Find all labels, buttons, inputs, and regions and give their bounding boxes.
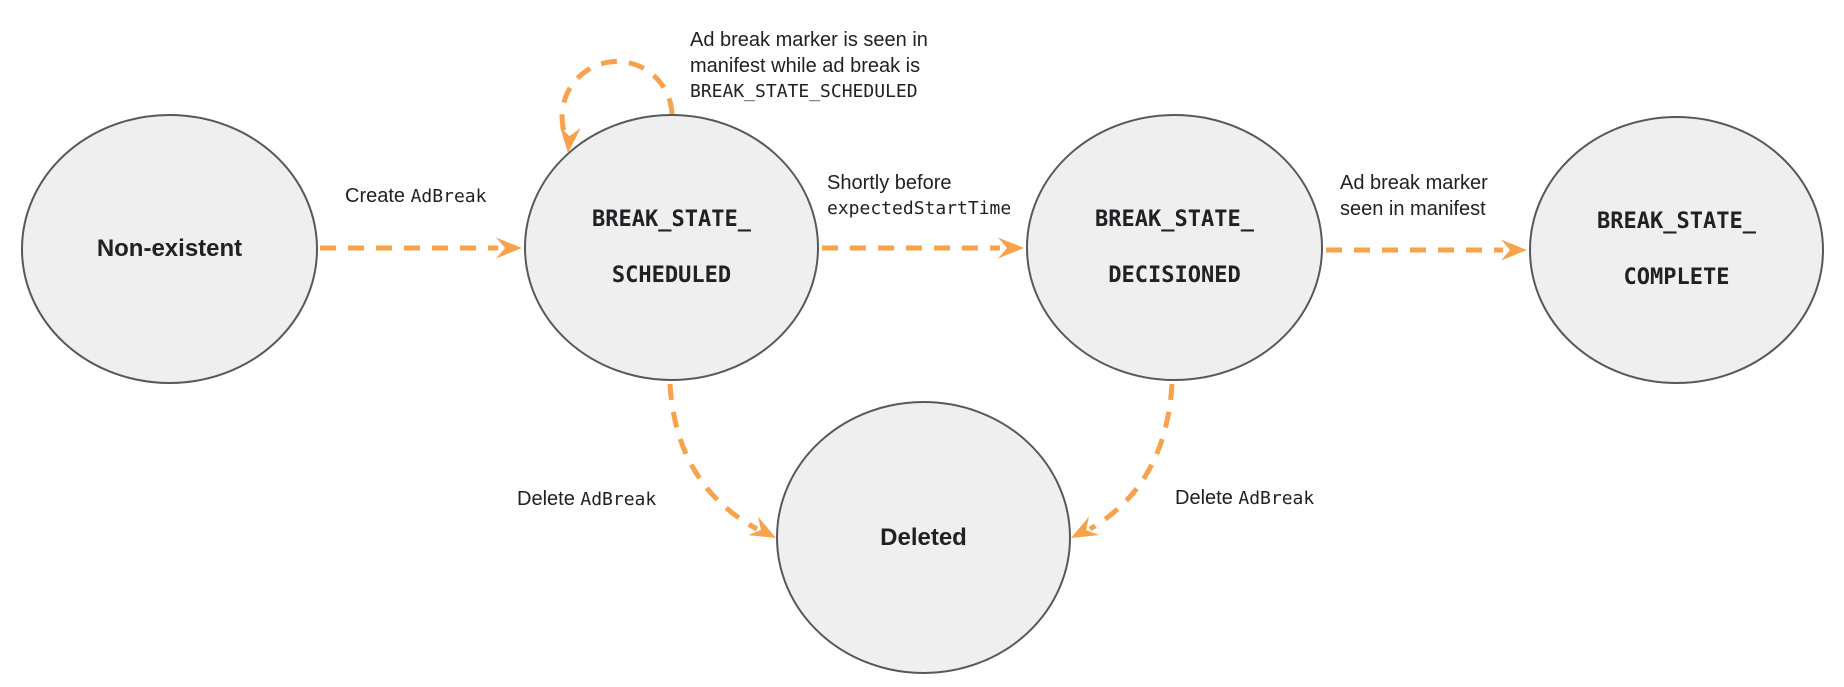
- edge-label-create-text: Create: [345, 185, 411, 207]
- state-label-scheduled: BREAK_STATE_ SCHEDULED: [525, 115, 818, 380]
- state-label-complete: BREAK_STATE_ COMPLETE: [1530, 117, 1823, 383]
- edge-label-delete-right-code: AdBreak: [1238, 488, 1315, 509]
- arrowhead-create-icon: [496, 237, 522, 259]
- edge-label-marker-seen-line2: seen in manifest: [1340, 198, 1486, 220]
- edge-label-shortly-before-code: expectedStartTime: [827, 198, 1012, 219]
- edge-label-self-loop-code: BREAK_STATE_SCHEDULED: [690, 81, 918, 102]
- state-label-decisioned: BREAK_STATE_ DECISIONED: [1027, 115, 1322, 380]
- edge-label-self-loop-line2: manifest while ad break is: [690, 55, 921, 77]
- state-circle-deleted: [776, 401, 1071, 674]
- arrowhead-delete-right-icon: [1071, 516, 1099, 538]
- state-circle-scheduled: [524, 114, 819, 381]
- state-label-scheduled-line2: SCHEDULED: [611, 262, 732, 288]
- edge-label-create-code: AdBreak: [410, 186, 487, 207]
- edge-label-marker-seen: Ad break marker seen in manifest: [1340, 170, 1488, 222]
- edge-label-self-loop: Ad break marker is seen in manifest whil…: [690, 27, 928, 105]
- state-label-deleted: Deleted: [880, 523, 967, 551]
- state-circle-decisioned: [1026, 114, 1323, 381]
- edge-label-shortly-before-line1: Shortly before: [827, 172, 952, 194]
- arrowhead-complete-icon: [1501, 239, 1527, 261]
- state-circle-non-existent: [21, 114, 318, 384]
- state-circle-complete: [1529, 116, 1824, 384]
- state-label-decisioned-line1: BREAK_STATE_: [1095, 206, 1254, 232]
- state-label-decisioned-line2: DECISIONED: [1108, 262, 1241, 288]
- arrowhead-decision-icon: [998, 237, 1024, 259]
- state-label-complete-line1: BREAK_STATE_: [1597, 209, 1756, 234]
- state-label-scheduled-line1: BREAK_STATE_: [592, 206, 751, 232]
- arrowhead-self-loop-icon: [559, 126, 581, 153]
- arrowhead-delete-left-icon: [748, 516, 776, 538]
- state-label-complete-line2: COMPLETE: [1623, 265, 1730, 290]
- edge-label-delete-left-text: Delete: [517, 488, 581, 510]
- edge-label-create-adbreak: Create AdBreak: [345, 183, 486, 210]
- edge-self-loop: [559, 59, 675, 132]
- edge-label-delete-left-code: AdBreak: [580, 489, 657, 510]
- edge-label-delete-right: Delete AdBreak: [1175, 485, 1314, 512]
- edge-label-delete-left: Delete AdBreak: [517, 486, 656, 513]
- edge-label-marker-seen-line1: Ad break marker: [1340, 172, 1488, 194]
- edge-label-shortly-before: Shortly before expectedStartTime: [827, 170, 1011, 222]
- state-label-non-existent: Non-existent: [96, 235, 243, 262]
- edge-label-delete-right-text: Delete: [1175, 487, 1239, 509]
- edge-label-self-loop-line1: Ad break marker is seen in: [690, 29, 928, 51]
- edge-delete-right: [1088, 383, 1175, 532]
- edge-delete-left: [667, 383, 759, 532]
